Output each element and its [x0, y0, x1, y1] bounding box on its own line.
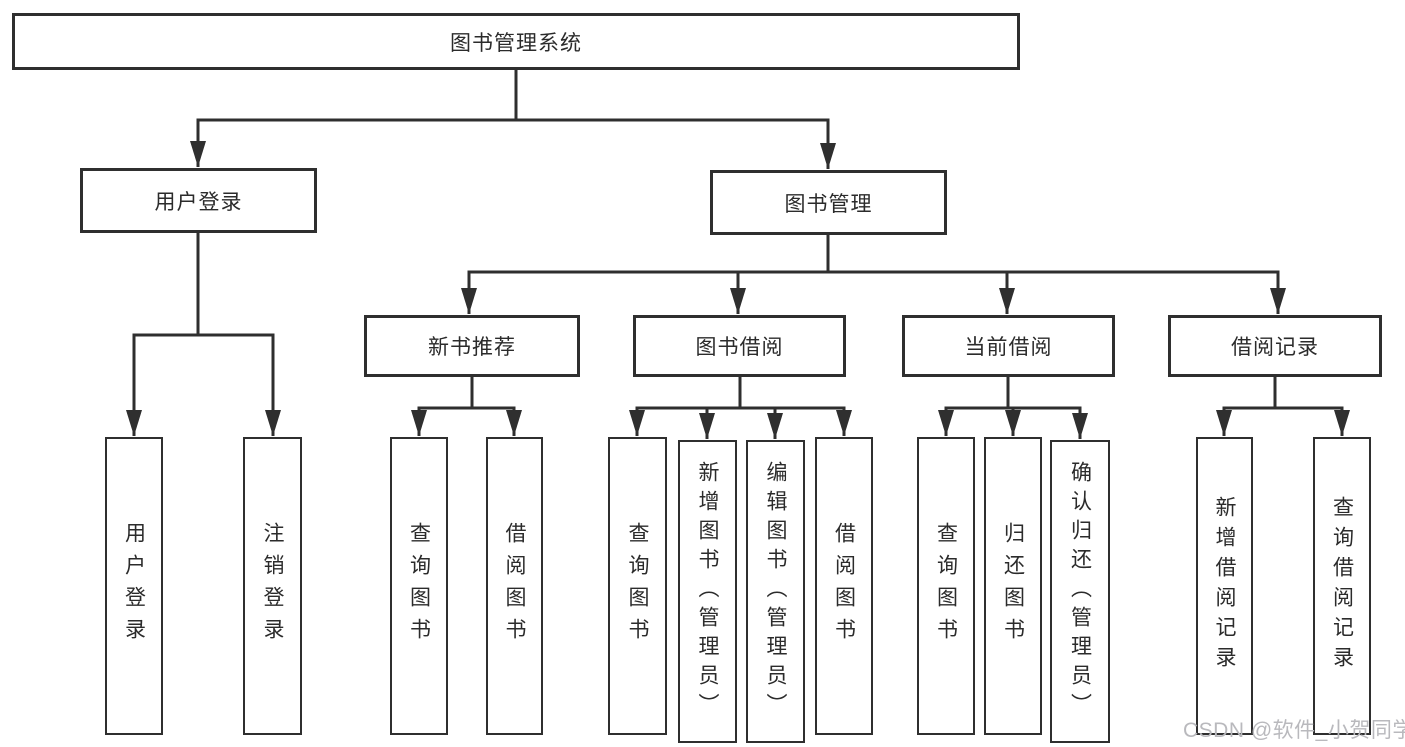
leaf-return-books-label: 归还图书 — [1001, 522, 1025, 650]
node-current-borrowing: 当前借阅 — [902, 315, 1115, 377]
leaf-add-books-admin: 新增图书（管理员） — [678, 440, 737, 743]
node-borrowing-records-label: 借阅记录 — [1231, 336, 1319, 359]
leaf-edit-books-admin: 编辑图书（管理员） — [746, 440, 805, 743]
node-root-label: 图书管理系统 — [450, 31, 582, 55]
node-user-login: 用户登录 — [80, 168, 317, 233]
leaf-query-books-borrowing: 查询图书 — [608, 437, 667, 735]
leaf-confirm-return-admin: 确认归还（管理员） — [1050, 440, 1110, 743]
leaf-edit-books-admin-label: 编辑图书（管理员） — [764, 461, 787, 722]
leaf-add-books-admin-label: 新增图书（管理员） — [696, 461, 719, 722]
leaf-query-books-current-label: 查询图书 — [934, 522, 958, 650]
leaf-borrow-books-recommend-label: 借阅图书 — [503, 522, 526, 650]
leaf-query-books-borrowing-label: 查询图书 — [626, 522, 649, 650]
node-current-borrowing-label: 当前借阅 — [964, 336, 1053, 359]
node-book-management: 图书管理 — [710, 170, 947, 235]
leaf-return-books: 归还图书 — [984, 437, 1042, 735]
leaf-add-borrow-record: 新增借阅记录 — [1196, 437, 1253, 735]
leaf-borrow-books-recommend: 借阅图书 — [486, 437, 543, 735]
node-user-login-label: 用户登录 — [154, 190, 243, 214]
node-root-library-management-system: 图书管理系统 — [12, 13, 1020, 70]
leaf-query-borrow-record-label: 查询借阅记录 — [1330, 496, 1354, 676]
leaf-confirm-return-admin-label: 确认归还（管理员） — [1068, 461, 1092, 722]
leaf-query-books-current: 查询图书 — [917, 437, 975, 735]
leaf-user-login: 用户登录 — [105, 437, 163, 735]
leaf-user-login-label: 用户登录 — [122, 522, 146, 650]
leaf-query-books-recommend: 查询图书 — [390, 437, 448, 735]
leaf-query-borrow-record: 查询借阅记录 — [1313, 437, 1371, 735]
node-borrowing-records: 借阅记录 — [1168, 315, 1382, 377]
leaf-logout: 注销登录 — [243, 437, 302, 735]
node-new-book-recommendation-label: 新书推荐 — [428, 336, 516, 359]
node-book-management-label: 图书管理 — [784, 192, 873, 216]
csdn-watermark: CSDN @软件_小贺同学 — [1183, 719, 1405, 742]
leaf-borrow-books-borrowing-label: 借阅图书 — [832, 522, 856, 650]
leaf-add-borrow-record-label: 新增借阅记录 — [1213, 496, 1236, 676]
leaf-query-books-recommend-label: 查询图书 — [407, 522, 431, 650]
leaf-logout-label: 注销登录 — [261, 522, 284, 650]
node-new-book-recommendation: 新书推荐 — [364, 315, 580, 377]
node-book-borrowing: 图书借阅 — [633, 315, 846, 377]
node-book-borrowing-label: 图书借阅 — [695, 336, 784, 359]
leaf-borrow-books-borrowing: 借阅图书 — [815, 437, 873, 735]
